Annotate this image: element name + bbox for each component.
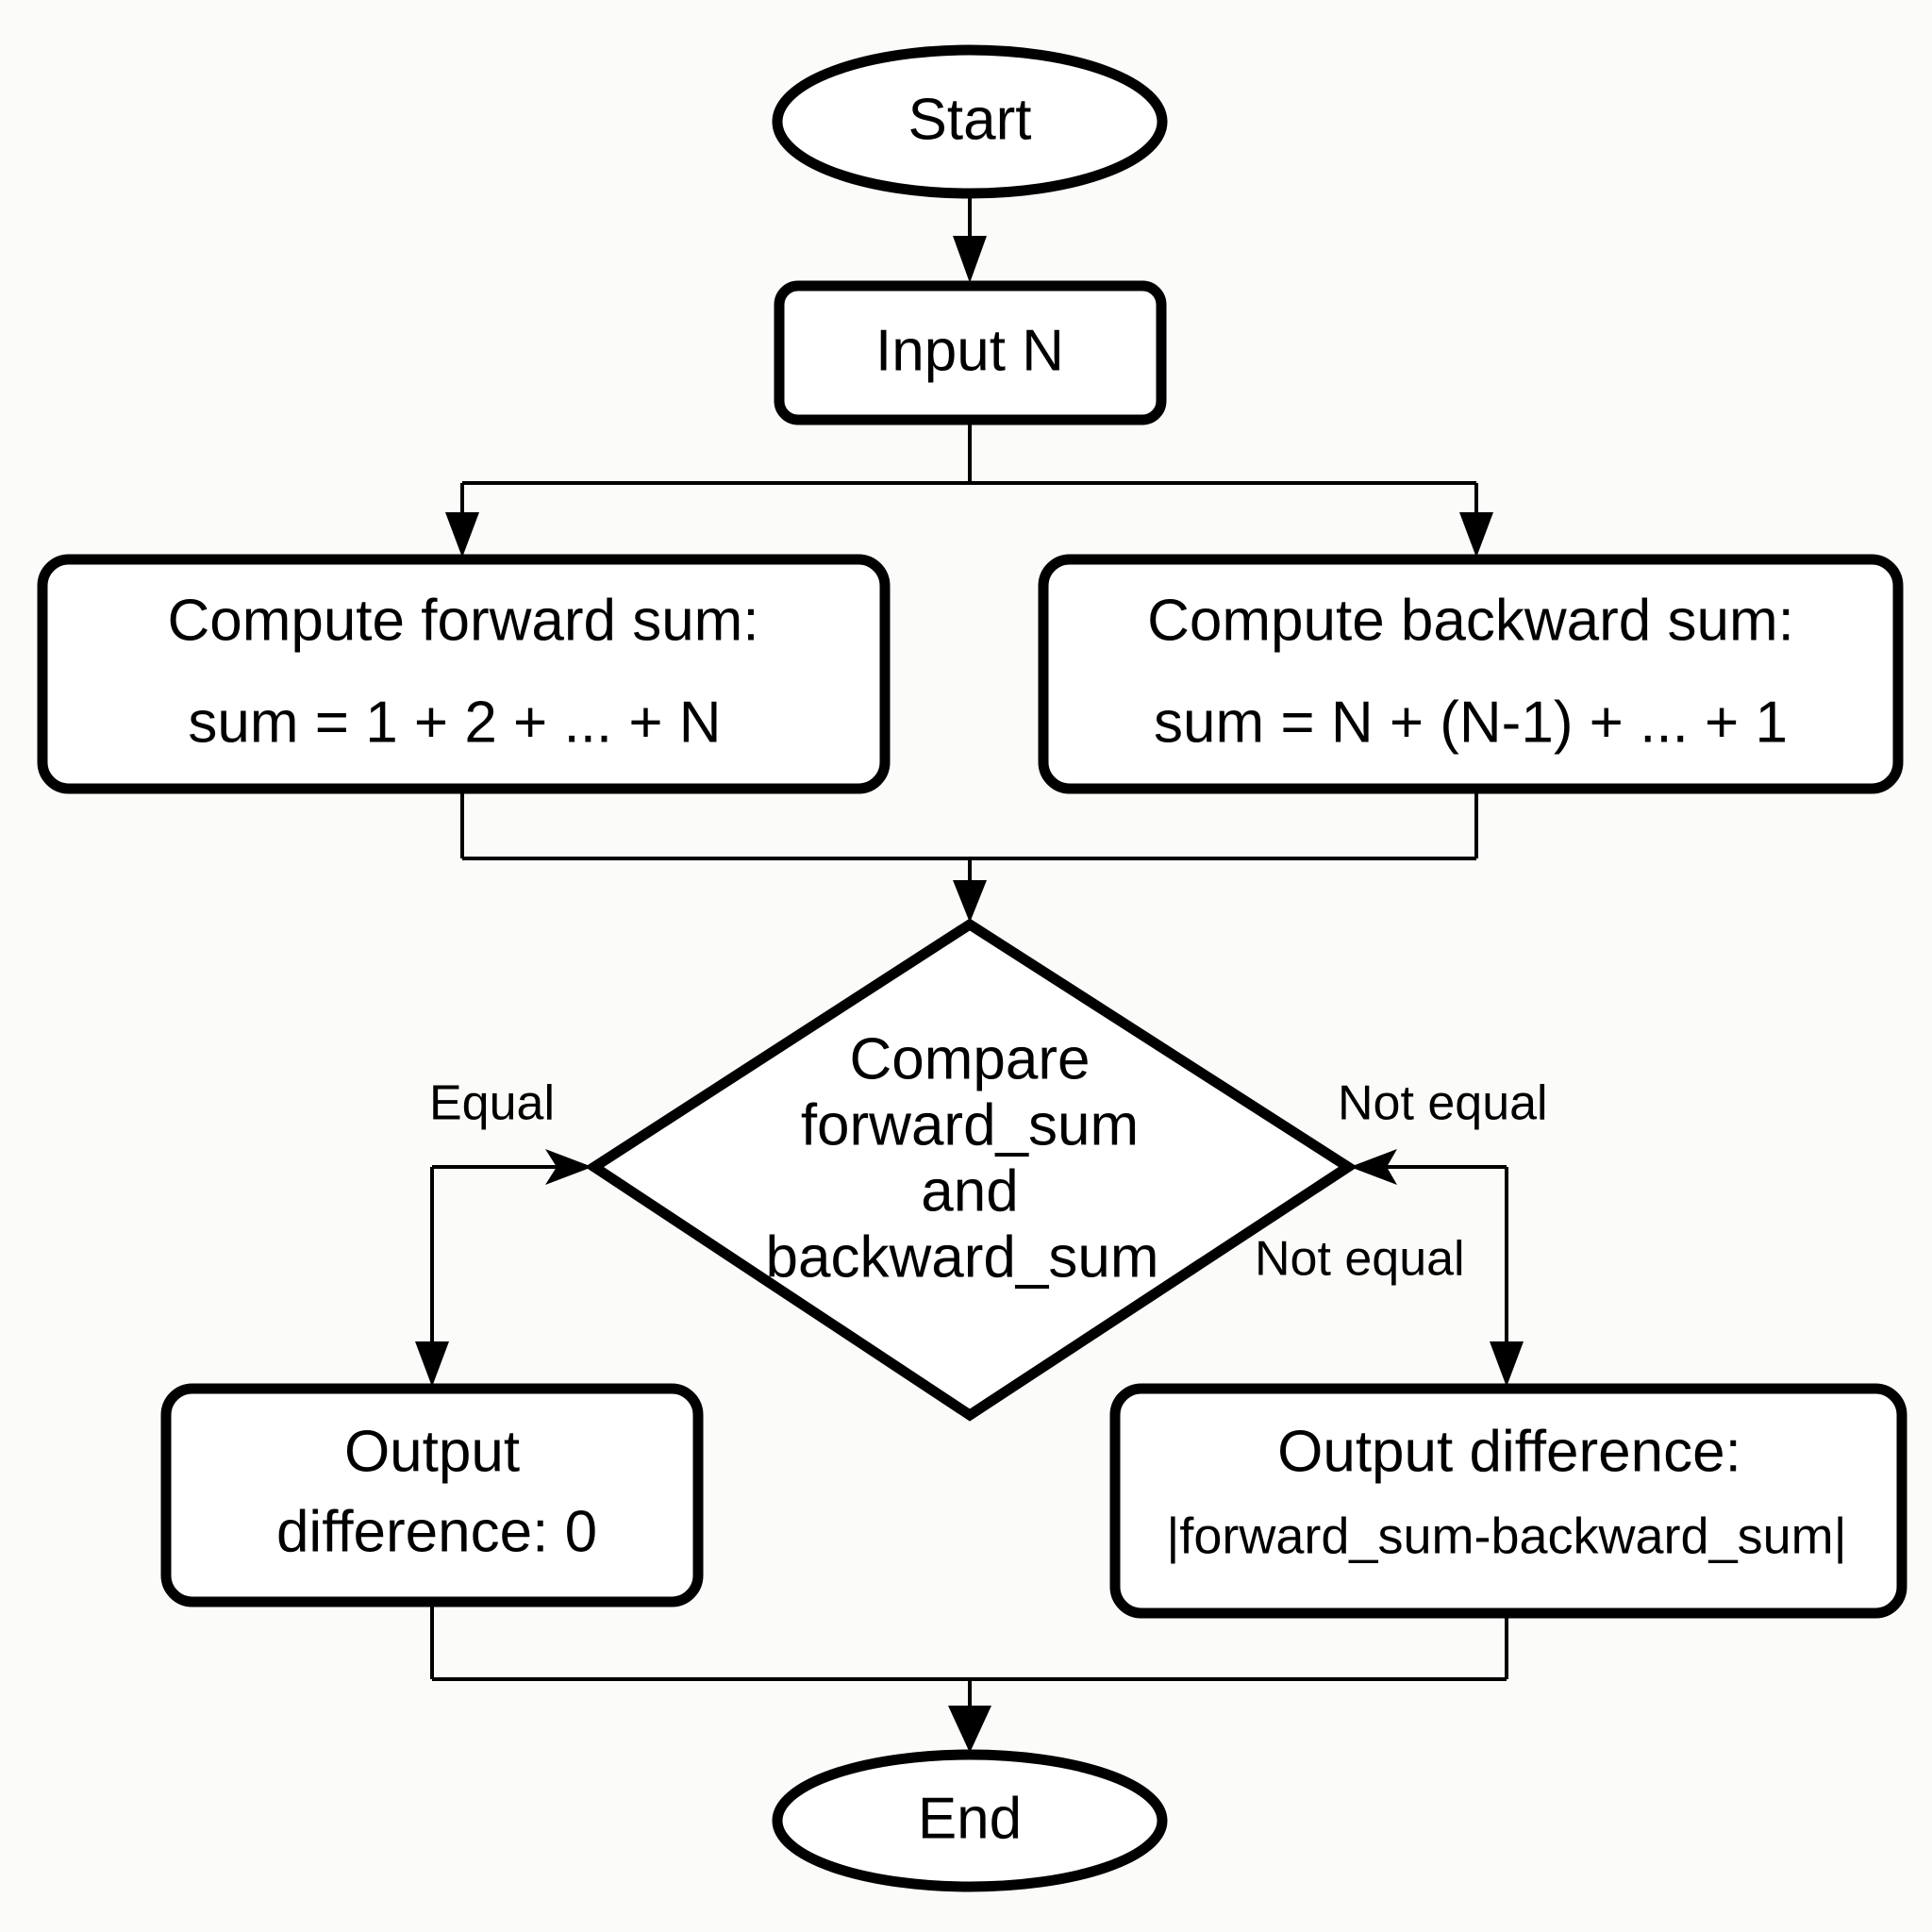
- compare-line3: and: [921, 1158, 1018, 1224]
- arrowhead-forward: [445, 512, 479, 558]
- output-diff-box: [1109, 1383, 1907, 1619]
- input-box: [774, 280, 1167, 425]
- arrowhead-backward: [1459, 512, 1493, 558]
- arrowhead-end: [948, 1706, 991, 1753]
- edge-label-not-equal-top: Not equal: [1338, 1076, 1548, 1131]
- node-forward-sum[interactable]: Compute forward sum: sum = 1 + 2 + ... +…: [37, 554, 891, 794]
- forward-line2: sum = 1 + 2 + ... + N: [188, 690, 721, 755]
- node-input[interactable]: Input N: [774, 280, 1167, 425]
- connectors: [415, 196, 1524, 1753]
- arrowhead-input: [953, 236, 987, 283]
- node-output-difference[interactable]: Output difference: |forward_sum-backward…: [1109, 1383, 1907, 1619]
- output-diff-line2: |forward_sum-backward_sum|: [1166, 1507, 1846, 1564]
- forward-line1: Compute forward sum:: [167, 588, 758, 653]
- output-diff-line1: Output difference:: [1277, 1419, 1741, 1484]
- end-terminator: [772, 1749, 1168, 1892]
- node-compare[interactable]: Compare forward_sum and backward_sum: [584, 918, 1358, 1422]
- compare-line4: backward_sum: [766, 1224, 1159, 1290]
- node-backward-sum[interactable]: Compute backward sum: sum = N + (N-1) + …: [1038, 554, 1904, 794]
- arrowhead-compare: [953, 880, 987, 923]
- backward-box: [1038, 554, 1904, 794]
- start-label: Start: [908, 87, 1032, 152]
- backward-line1: Compute backward sum:: [1147, 588, 1794, 653]
- arrowhead-out-diff: [1490, 1341, 1524, 1387]
- arrowhead-out-equal: [415, 1341, 449, 1387]
- node-output-equal[interactable]: Output difference: 0: [160, 1383, 704, 1607]
- edge-label-not-equal-side: Not equal: [1255, 1232, 1465, 1287]
- compare-diamond: [584, 918, 1358, 1422]
- compare-line1: Compare: [850, 1026, 1091, 1091]
- node-start[interactable]: Start: [772, 44, 1168, 199]
- input-label: Input N: [875, 318, 1064, 383]
- compare-line2: forward_sum: [801, 1092, 1139, 1158]
- output-equal-box: [160, 1383, 704, 1607]
- arrowhead-notequal-right: [1350, 1149, 1397, 1185]
- backward-line2: sum = N + (N-1) + ... + 1: [1154, 690, 1788, 755]
- forward-box: [37, 554, 891, 794]
- arrowhead-equal-left: [545, 1149, 592, 1185]
- edge-label-equal: Equal: [429, 1076, 555, 1131]
- output-equal-line2: difference: 0: [276, 1499, 597, 1564]
- output-equal-line1: Output: [344, 1419, 520, 1484]
- start-terminator: [772, 44, 1168, 199]
- end-label: End: [918, 1786, 1022, 1851]
- node-end[interactable]: End: [772, 1749, 1168, 1892]
